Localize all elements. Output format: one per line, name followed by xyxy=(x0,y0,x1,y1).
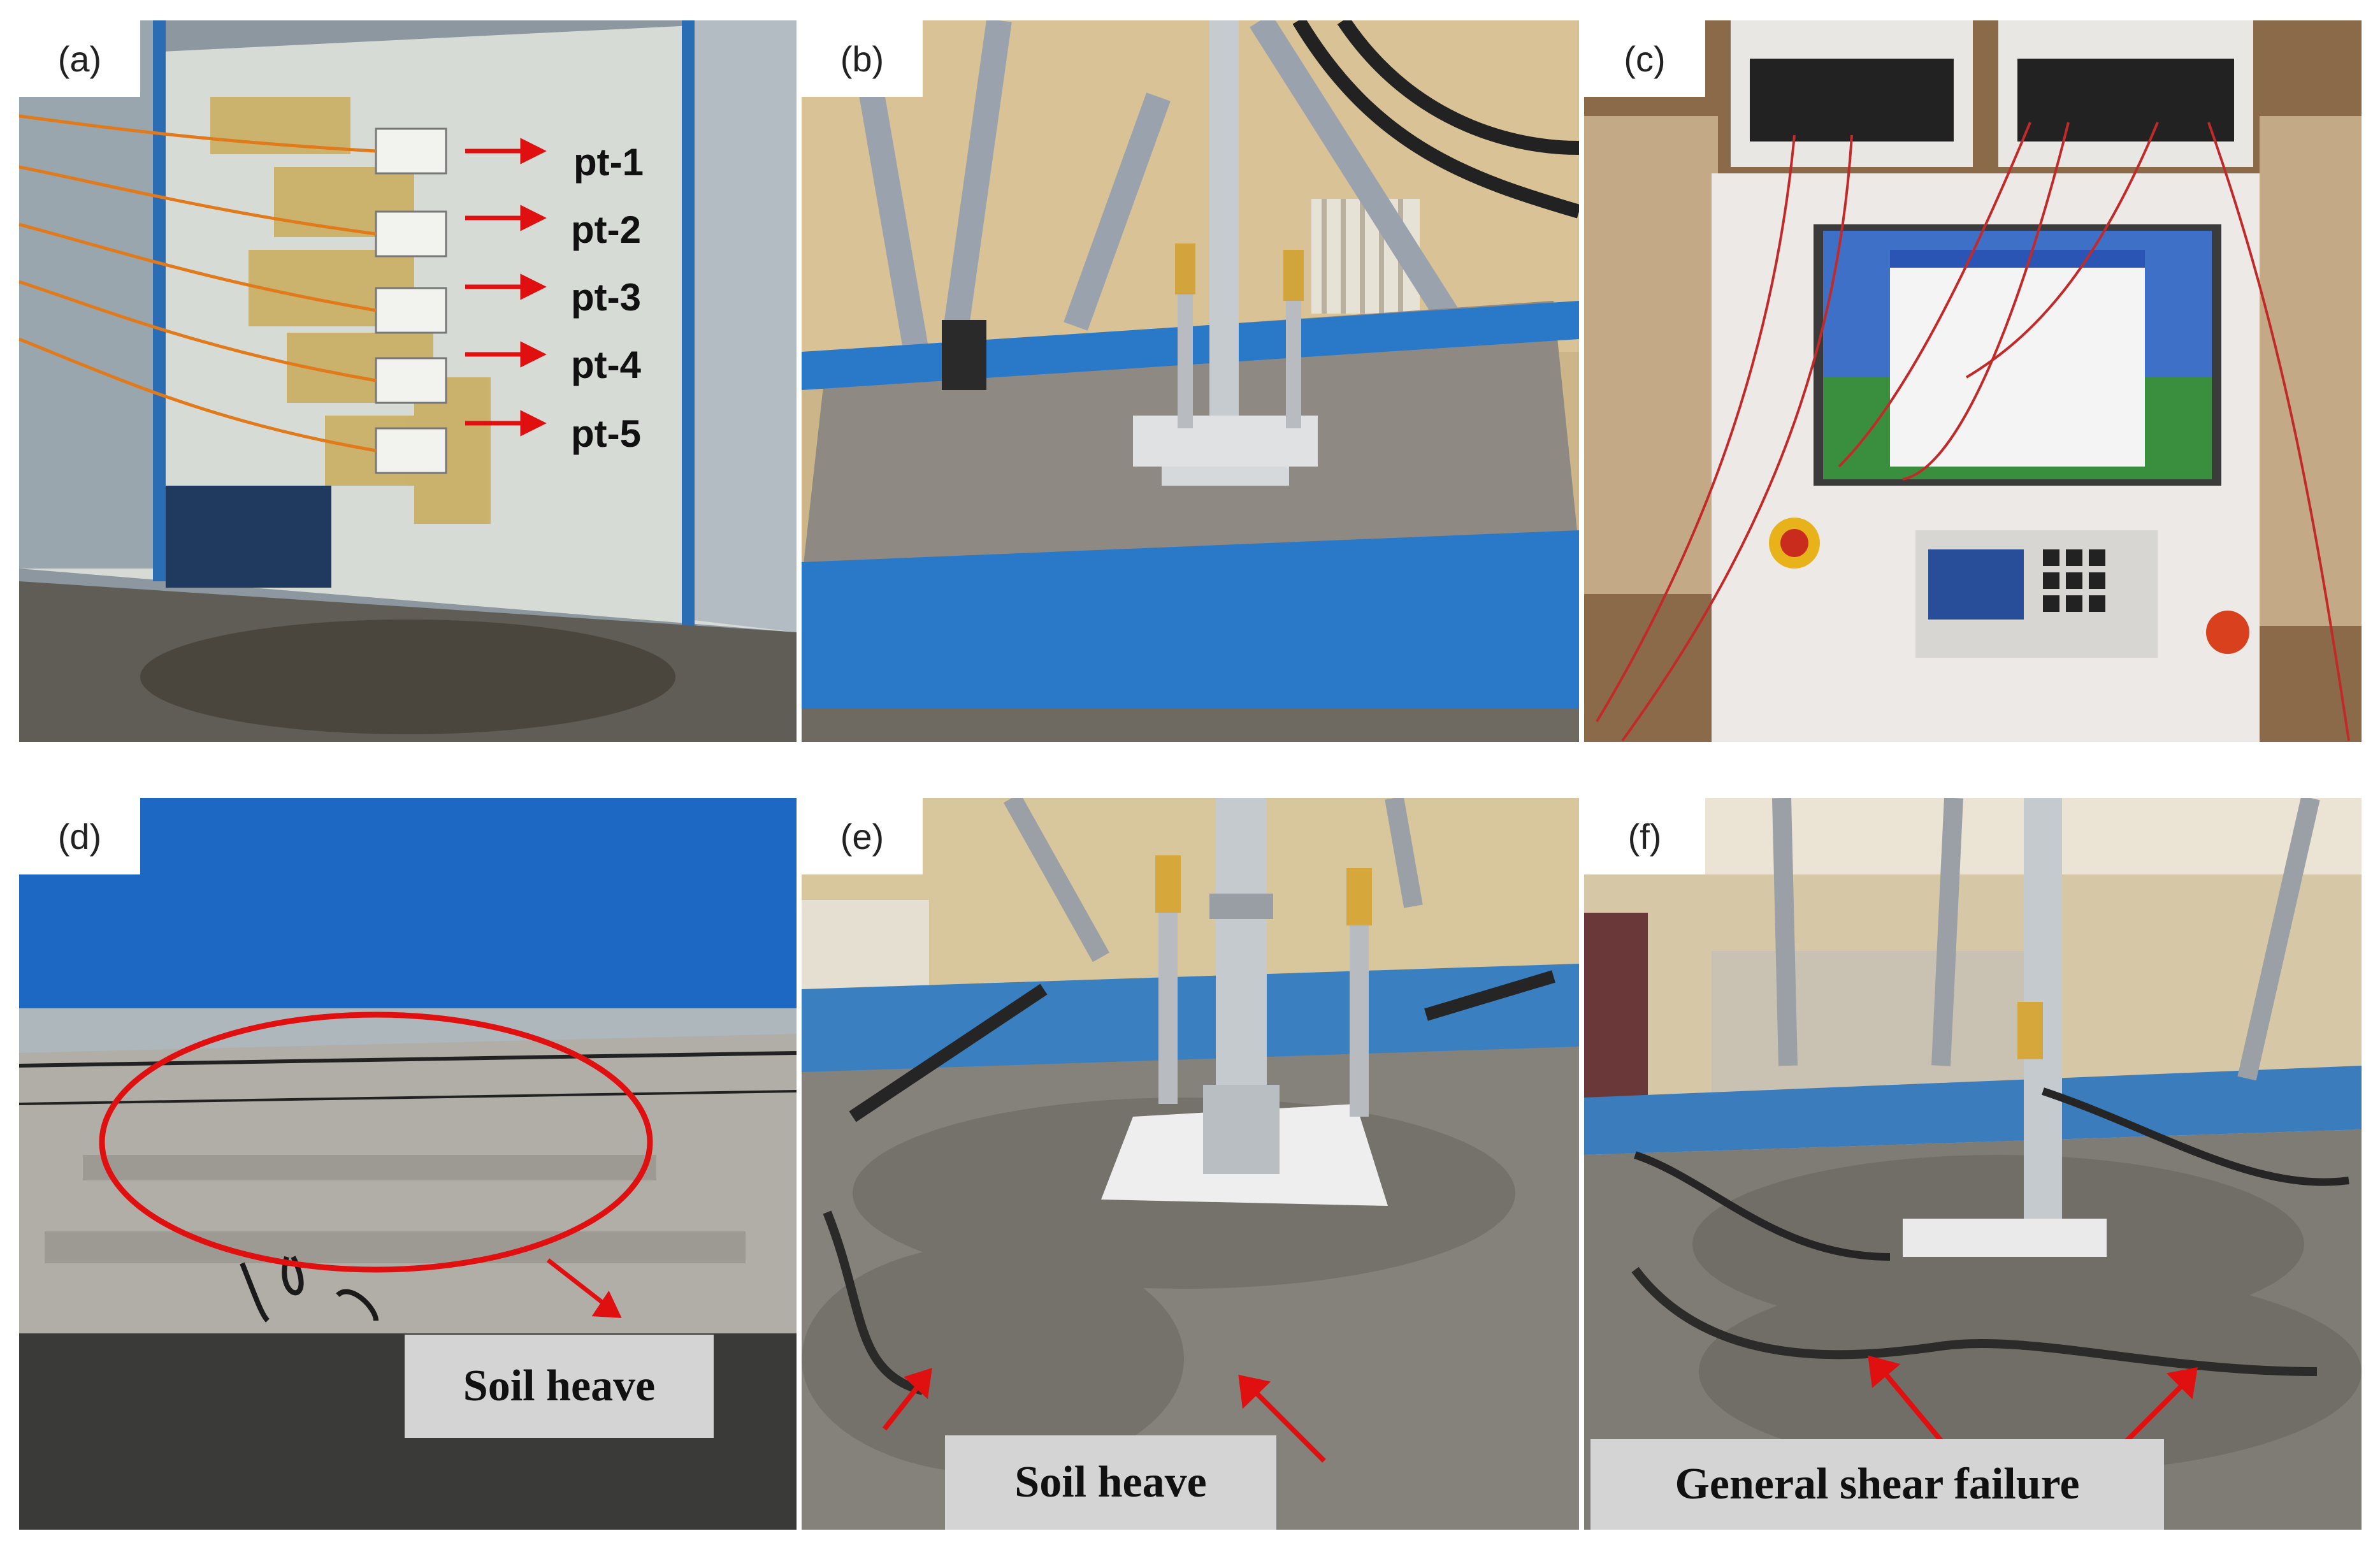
panel-label-a: (a) xyxy=(19,20,140,97)
panel-label-f: (f) xyxy=(1584,798,1705,874)
soil-heave-callout-d: Soil heave xyxy=(405,1335,714,1438)
photo-panel-e: (e) Soil heave xyxy=(802,798,1579,1530)
sensor-label-pt-2: pt-2 xyxy=(571,208,641,251)
loading-rig-scene xyxy=(802,20,1579,742)
control-unit-scene xyxy=(1584,20,2362,742)
soil-heave-callout-e: Soil heave xyxy=(945,1435,1276,1530)
photo-panel-a: (a) pt-1 pt-2 pt-3 pt-4 pt-5 xyxy=(19,20,797,742)
panel-label-e: (e) xyxy=(802,798,923,874)
general-shear-failure-callout: General shear failure xyxy=(1590,1439,2164,1530)
sensor-arrows xyxy=(465,138,547,437)
panel-label-d: (d) xyxy=(19,798,140,874)
soil-heave-scene xyxy=(802,798,1579,1530)
tank-side-scene xyxy=(19,798,797,1530)
photo-panel-b: (b) xyxy=(802,20,1579,742)
sensor-label-pt-1: pt-1 xyxy=(573,141,644,184)
photo-panel-d: (d) Soil heave xyxy=(19,798,797,1530)
sensor-label-pt-3: pt-3 xyxy=(571,276,641,319)
sensor-label-pt-4: pt-4 xyxy=(571,344,641,386)
panel-label-b: (b) xyxy=(802,20,923,97)
tank-wall-scene xyxy=(19,20,797,742)
sensor-label-pt-5: pt-5 xyxy=(571,412,641,455)
photo-panel-c: (c) xyxy=(1584,20,2362,742)
panel-label-c: (c) xyxy=(1584,20,1705,97)
photo-panel-f: (f) General shear failure xyxy=(1584,798,2362,1530)
shear-failure-scene xyxy=(1584,798,2362,1530)
